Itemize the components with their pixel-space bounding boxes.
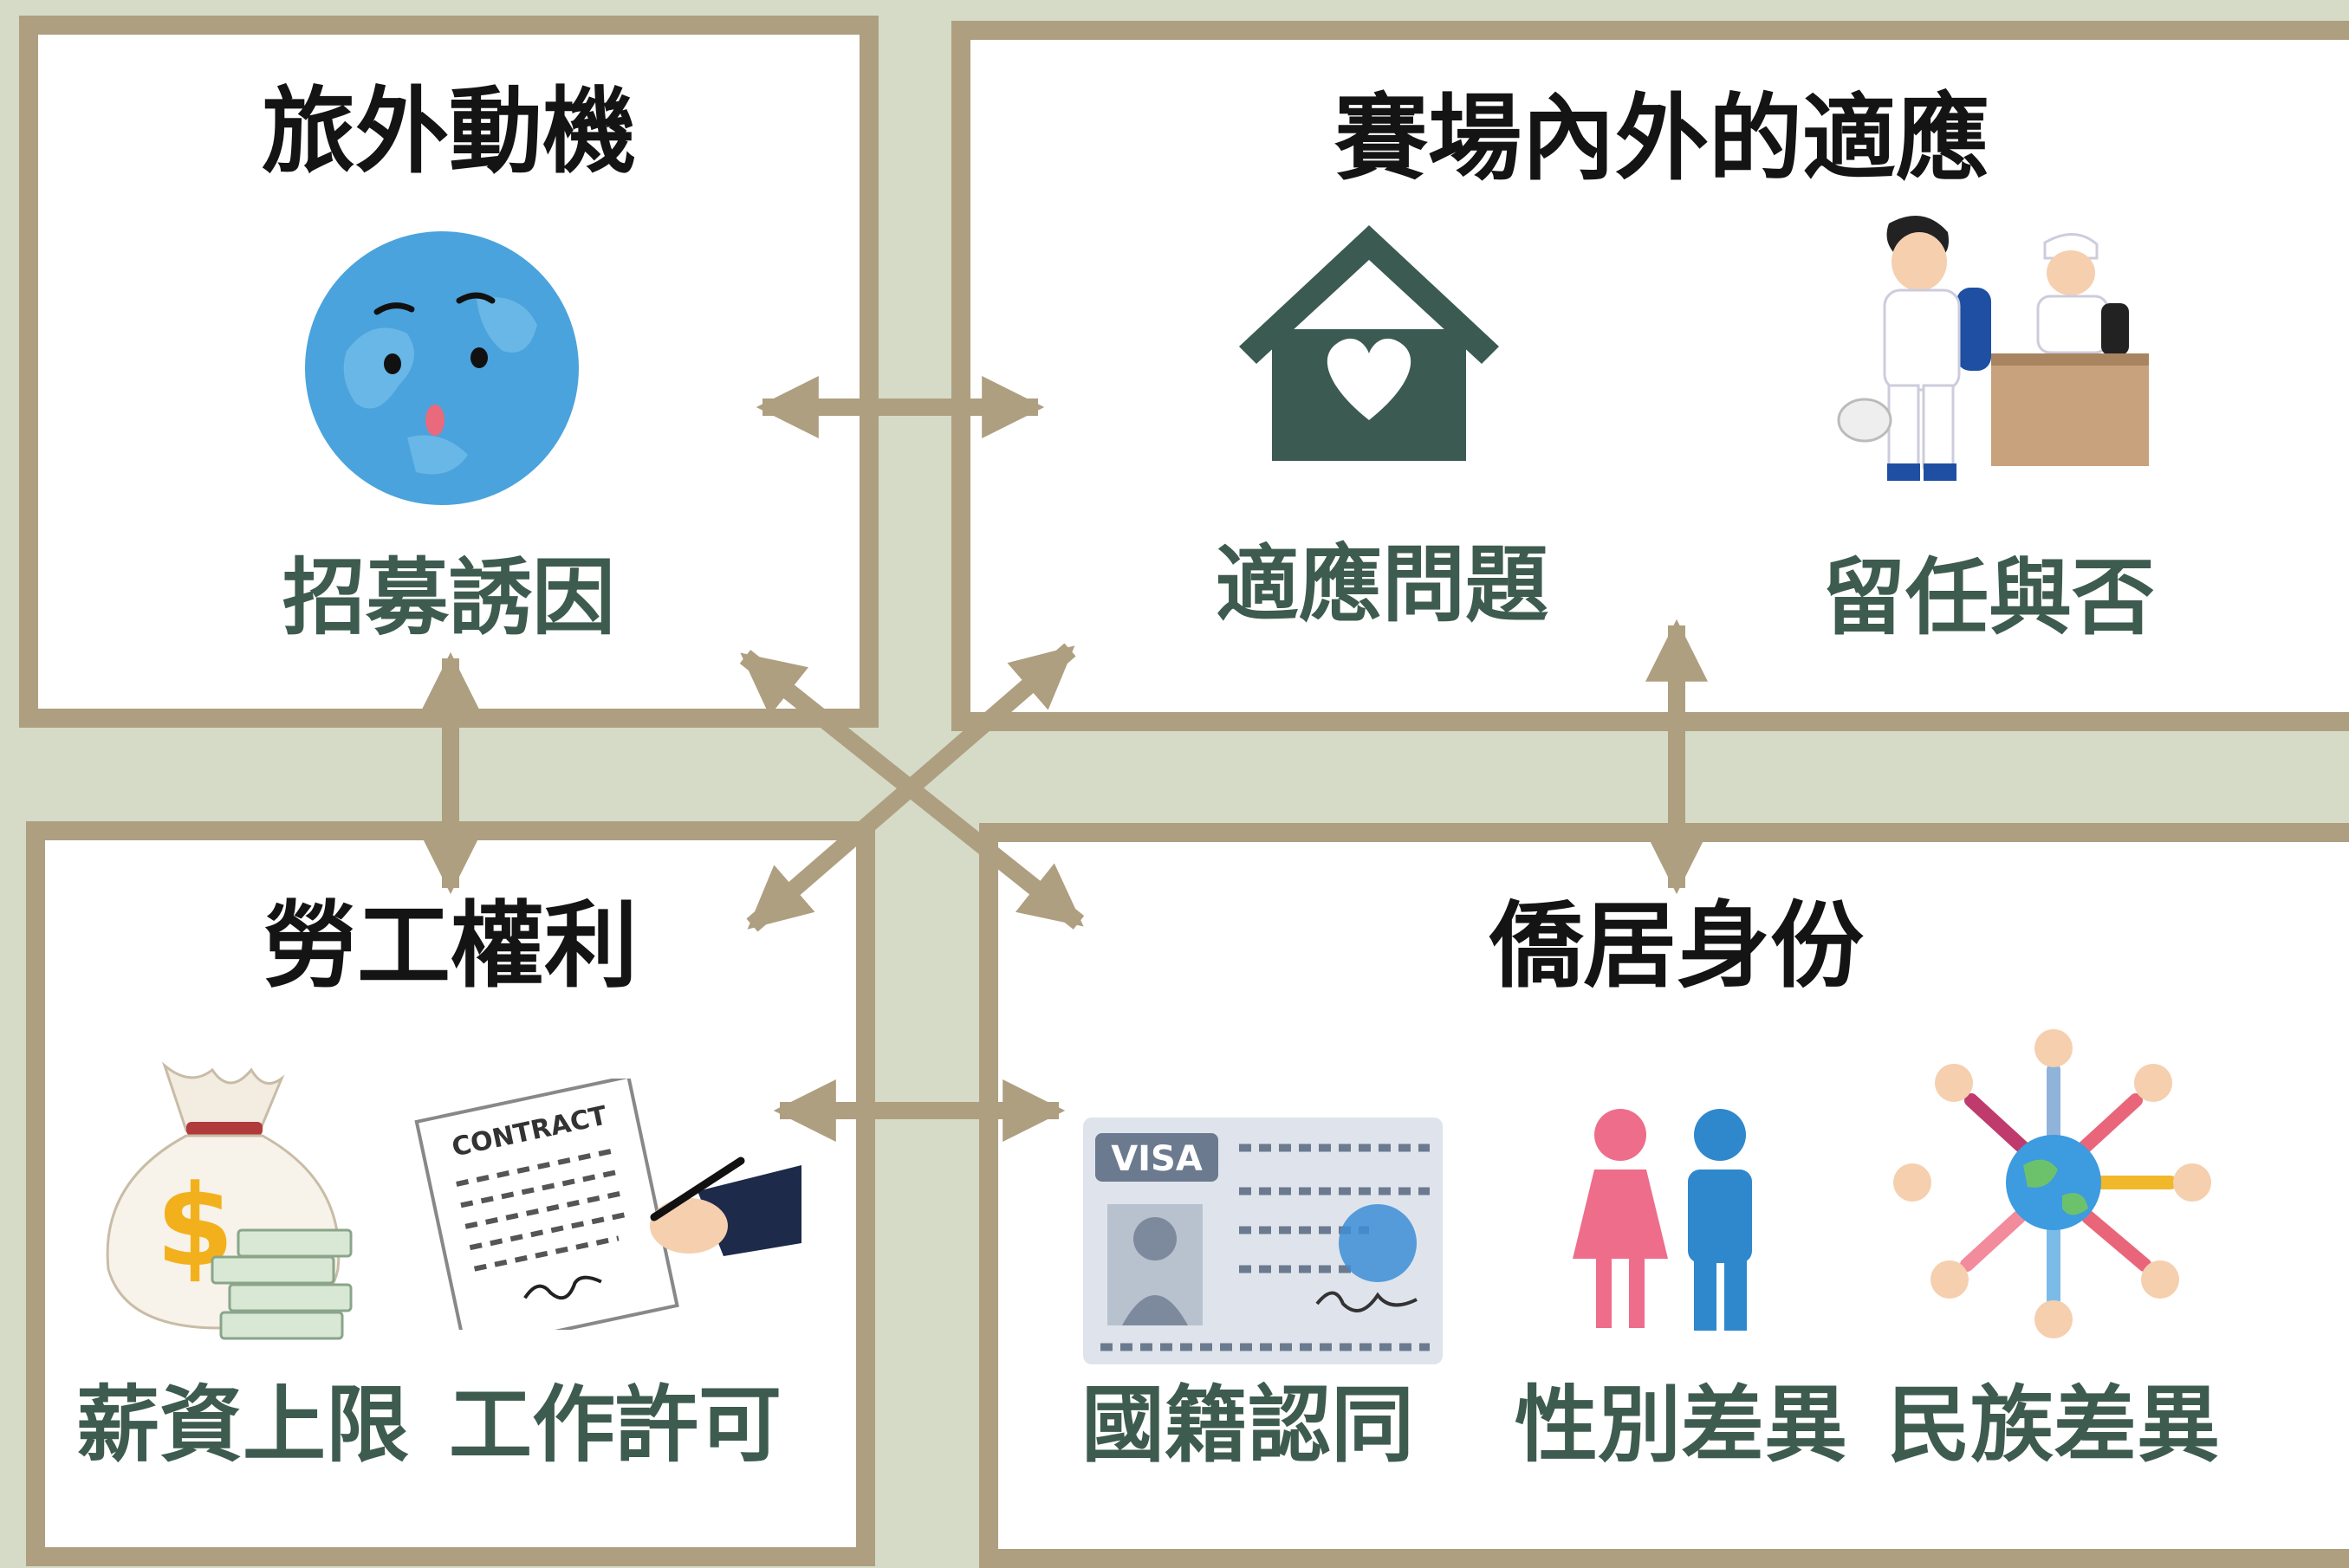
label-nationality-identity: 國籍認同 (1081, 1377, 1414, 1474)
title-adaptation: 賽場內外的適應 (1333, 85, 1989, 193)
label-adaptation-issues: 適應問題 (1216, 536, 1548, 633)
house-heart-icon (1239, 225, 1499, 461)
label-work-permit: 工作許可 (449, 1377, 782, 1474)
label-retention: 留任與否 (1822, 549, 2155, 646)
arrow-diagonal-adaptation-labor (746, 643, 1076, 932)
visa-card-icon: VISA (1083, 1118, 1443, 1364)
label-recruitment-incentive: 招募誘因 (282, 549, 615, 646)
people-around-globe-icon (1893, 1029, 2211, 1338)
man-woman-icon (1573, 1109, 1752, 1331)
contract-icon: CONTRACT (414, 1079, 801, 1330)
player-coach-icon (1837, 216, 2149, 481)
title-diaspora-identity: 僑居身份 (1489, 892, 1864, 1001)
label-ethnic-difference: 民族差異 (1887, 1377, 2220, 1474)
title-motivation: 旅外動機 (261, 78, 636, 186)
money-bag-icon: $ (106, 1061, 353, 1340)
label-salary-cap: 薪資上限 (76, 1377, 409, 1474)
label-gender-difference: 性別差異 (1515, 1377, 1847, 1474)
title-labor-rights: 勞工權利 (263, 892, 638, 1001)
visa-heading: VISA (1111, 1139, 1203, 1179)
earth-globe-icon (305, 231, 579, 505)
